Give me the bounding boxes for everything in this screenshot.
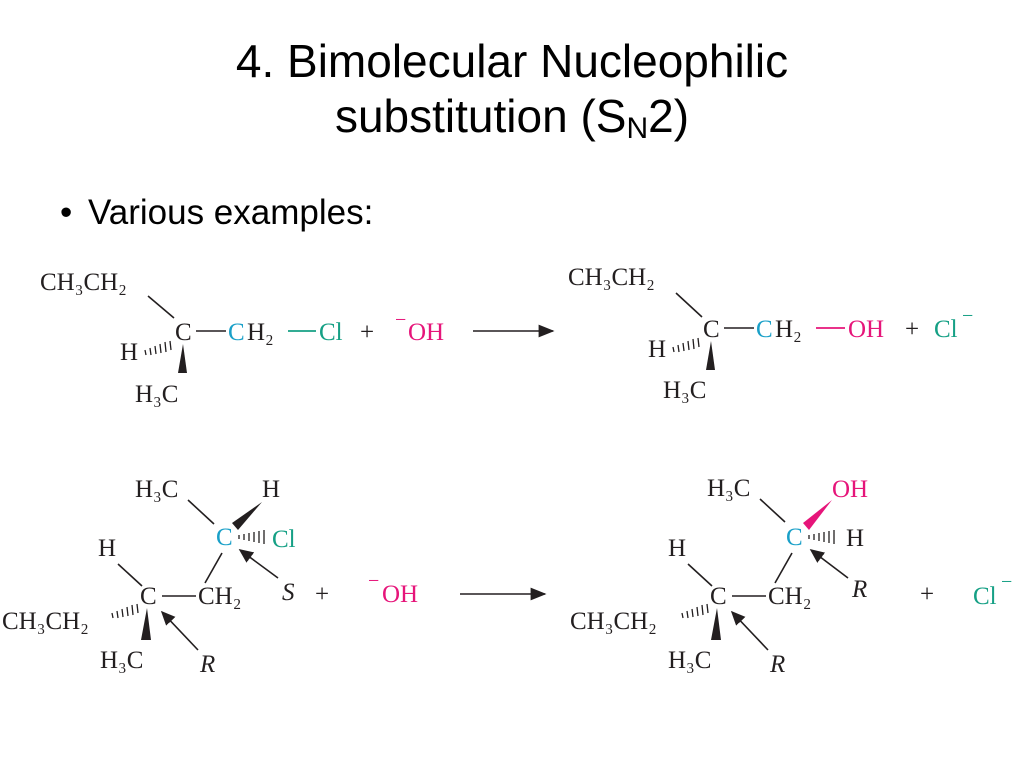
r1-hydrogen: H xyxy=(120,339,138,366)
p2-ethyl-label: CH₃CH₂ xyxy=(570,608,657,635)
p2-solid-wedge-oh xyxy=(803,500,832,530)
r2-solid-wedge-top xyxy=(232,502,262,530)
reaction1-product: CH₃CH₂ C C H₂ OH H H₃C xyxy=(568,264,884,404)
r1-plus: + xyxy=(360,319,374,346)
r2-hydrogen-top: H xyxy=(262,476,280,503)
title-subscript: N xyxy=(626,112,649,145)
p1-hydrogen: H xyxy=(648,336,666,363)
p2-arrow-r-top xyxy=(809,549,849,579)
p1-cyan-carbon: C xyxy=(756,316,773,343)
r2-solid-wedge-bottom xyxy=(141,608,151,640)
reaction2-reactant: H₃C H C Cl H C CH₂ CH₃CH₂ H₃C xyxy=(2,476,296,678)
r1-chlorine: Cl xyxy=(319,319,343,346)
p2-bond-methyl-top xyxy=(759,498,786,523)
title-line-2-pre: substitution (S xyxy=(334,90,627,142)
p2-hydrogen-right: H xyxy=(846,525,864,552)
p1-ethyl-label: CH₃CH₂ xyxy=(568,264,655,291)
r2-bond-methyl-top xyxy=(187,499,215,525)
p2-r-label-bottom: R xyxy=(769,651,785,678)
r1-methyl-label: H₃C xyxy=(135,381,178,408)
r2-bond-h-c xyxy=(117,563,143,587)
p1-bond-ethyl xyxy=(675,292,703,318)
title-line-2: substitution (SN2) xyxy=(0,89,1024,144)
r1-hydroxide: OH xyxy=(408,319,444,346)
p1-h2-label: H₂ xyxy=(775,316,802,343)
r1-solid-wedge xyxy=(178,344,187,373)
r2-bond-ch2-c xyxy=(204,552,223,584)
p2-carbon: C xyxy=(710,583,727,610)
r2-plus: + xyxy=(315,581,329,608)
p2-ch2-label: CH₂ xyxy=(768,583,811,610)
p1-methyl-label: H₃C xyxy=(663,377,706,404)
r1-oh-charge: − xyxy=(395,309,406,331)
p1-hydroxyl: OH xyxy=(848,316,884,343)
bullet-text: Various examples: xyxy=(88,193,374,232)
r1-cyan-carbon: C xyxy=(228,319,245,346)
p1-solid-wedge xyxy=(706,341,715,370)
p1-chloride-charge: − xyxy=(962,305,973,327)
r2-s-label: S xyxy=(282,579,295,606)
p2-r-label-top: R xyxy=(851,576,867,603)
r2-hydrogen-left: H xyxy=(98,535,116,562)
r2-cyan-carbon: C xyxy=(216,524,233,551)
title-line-1: 4. Bimolecular Nucleophilic xyxy=(235,35,789,87)
p1-chloride: Cl xyxy=(934,316,958,343)
r2-hydroxide: OH xyxy=(382,581,418,608)
r2-r-label: R xyxy=(199,651,215,678)
p1-hashed-wedge xyxy=(672,337,700,353)
bullet-item: • Various examples: xyxy=(60,193,373,233)
r2-arrow-s xyxy=(238,549,279,579)
r1-hashed-wedge xyxy=(144,340,172,356)
r2-arrow-r xyxy=(160,610,199,651)
r1-center-carbon: C xyxy=(175,319,192,346)
reaction2-product: H₃C OH C H H C CH₂ CH₃CH₂ H₃C xyxy=(570,475,868,678)
p1-plus: + xyxy=(905,316,919,343)
r2-methyl-top: H₃C xyxy=(135,476,178,503)
r2-carbon: C xyxy=(140,583,157,610)
p2-methyl-top: H₃C xyxy=(707,475,750,502)
p2-bond-ch2-c xyxy=(774,552,793,584)
p2-arrow-r-bottom xyxy=(730,610,769,651)
p2-hashed-wedge-h xyxy=(808,530,835,544)
r2-hashed-wedge-ethyl xyxy=(111,603,139,619)
r1-bond-ethyl xyxy=(147,295,175,319)
p2-methyl-bottom: H₃C xyxy=(668,647,711,674)
r2-chlorine: Cl xyxy=(272,526,296,553)
r2-oh-charge: − xyxy=(368,570,379,592)
r2-methyl-bottom: H₃C xyxy=(100,647,143,674)
p1-center-carbon: C xyxy=(703,316,720,343)
r1-ethyl-label: CH₃CH₂ xyxy=(40,269,127,296)
r1-h2-label: H₂ xyxy=(247,319,274,346)
p2-hashed-wedge-ethyl xyxy=(681,603,709,619)
p2-bond-h-c xyxy=(687,563,713,587)
p2-hydrogen-left: H xyxy=(668,535,686,562)
r2-hashed-wedge-cl xyxy=(238,530,265,544)
p2-chloride-charge: − xyxy=(1001,571,1012,593)
r2-ethyl-label: CH₃CH₂ xyxy=(2,608,89,635)
r2-ch2-label: CH₂ xyxy=(198,583,241,610)
p2-cyan-carbon: C xyxy=(786,524,803,551)
title-line-2-post: 2) xyxy=(648,90,690,142)
p2-chloride: Cl xyxy=(973,583,997,610)
p2-plus: + xyxy=(920,581,934,608)
p2-hydroxyl: OH xyxy=(832,476,868,503)
reaction1-reactant: CH₃CH₂ C C H₂ Cl H H₃C xyxy=(40,269,343,408)
slide-title: 4. Bimolecular Nucleophilic substitution… xyxy=(0,34,1024,144)
bullet-dot-icon: • xyxy=(60,193,73,232)
p2-solid-wedge-bottom xyxy=(711,608,721,640)
